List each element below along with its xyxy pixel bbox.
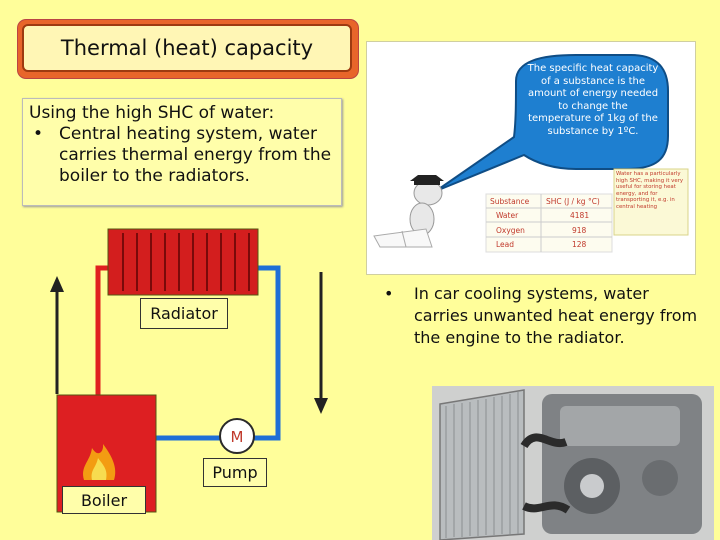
speech-bubble-text: The specific heat capacity of a substanc… [527,63,659,137]
car-cooling-bullet: • In car cooling systems, water carries … [376,283,706,349]
pump-label: Pump [203,458,267,487]
intro-line: Using the high SHC of water: [29,103,275,123]
car-cooling-text: In car cooling systems, water carries un… [414,284,698,347]
table-header-shc: SHC (J / kg °C) [546,197,600,206]
intro-bullet-text: Central heating system, water carries th… [59,124,332,186]
page-title: Thermal (heat) capacity [60,36,314,60]
table-cell: Oxygen [496,226,525,235]
down-arrow-icon [314,398,328,414]
intro-bullet: • Central heating system, water carries … [29,124,335,187]
speech-bubble [435,54,669,192]
table-cell: 918 [572,226,587,235]
bullet-marker: • [384,284,394,303]
note-box: Water has a particularly high SHC, makin… [613,168,689,236]
radiator-core [439,389,525,540]
table-cell: 4181 [570,211,589,220]
boiler-label: Boiler [62,486,146,514]
radiator-label: Radiator [140,298,228,329]
car-radiator-photo [432,386,714,540]
reading-figure-icon [373,175,444,248]
shc-table: Substance SHC (J / kg °C) Water 4181 Oxy… [485,193,613,253]
table-cell: Water [496,211,519,220]
table-header-substance: Substance [490,197,530,206]
note-text: Water has a particularly high SHC, makin… [616,171,684,210]
radiator-body [107,228,259,296]
title-panel: Thermal (heat) capacity [22,24,352,72]
table-cell: 128 [572,240,587,249]
flame-icon [83,444,116,480]
engine-block [520,394,702,534]
up-arrow-icon [50,276,64,292]
intro-text-box: Using the high SHC of water: • Central h… [22,98,342,206]
radiator-fins [122,233,250,291]
bullet-marker: • [33,124,44,144]
pump-symbol [219,418,255,454]
table-cell: Lead [496,240,514,249]
shc-illustration: The specific heat capacity of a substanc… [373,54,689,253]
pump-symbol-letter: M [231,428,244,446]
